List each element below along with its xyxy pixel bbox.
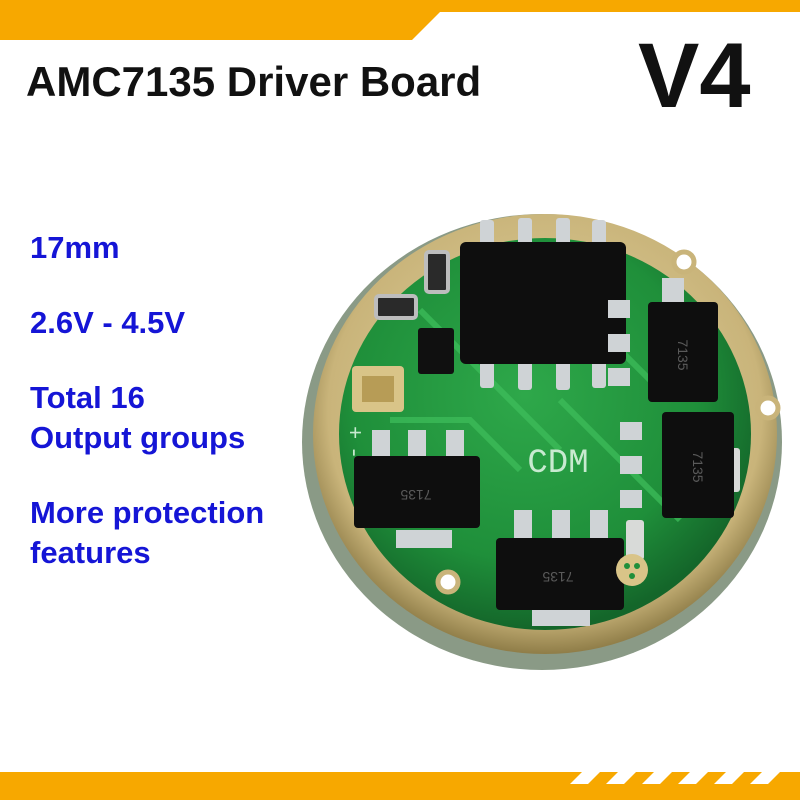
pad-plus-label: + [341, 426, 366, 439]
regulator-u3-label: 7135 [400, 487, 431, 503]
feature-line: Total 16 [30, 380, 145, 415]
feature-line: 17mm [30, 230, 120, 265]
feature-list: 17mm 2.6V - 4.5V Total 16 Output groups … [30, 228, 330, 608]
mount-hole-right [755, 395, 781, 421]
feature-line: 2.6V - 4.5V [30, 305, 186, 340]
mount-hole-top [671, 249, 697, 275]
feature-voltage: 2.6V - 4.5V [30, 303, 330, 343]
regulator-u4-label: 7135 [542, 569, 573, 585]
top-band [0, 0, 800, 40]
regulator-u1: 7135 [608, 278, 718, 402]
resistor-2 [374, 294, 418, 320]
transistor-small [418, 328, 454, 374]
pad-minus-label: - [341, 446, 366, 459]
feature-line: features [30, 535, 151, 570]
version-label: V4 [638, 25, 751, 127]
driver-board-illustration: 7135 7135 7135 7135 [302, 214, 782, 670]
mcu-chip [460, 218, 626, 390]
resistor-1 [424, 250, 450, 294]
regulator-u1-label: 7135 [675, 339, 691, 370]
bottom-band [0, 772, 800, 800]
feature-protection: More protection features [30, 493, 330, 573]
regulator-u4: 7135 [496, 510, 624, 626]
regulator-u2: 7135 [620, 412, 734, 518]
feature-line: Output groups [30, 420, 246, 455]
feature-size: 17mm [30, 228, 330, 268]
feature-output-groups: Total 16 Output groups [30, 378, 330, 458]
regulator-u2-label: 7135 [690, 451, 706, 482]
page-title: AMC7135 Driver Board [26, 58, 482, 105]
silkscreen-label: CDM [527, 445, 588, 483]
feature-line: More protection [30, 495, 265, 530]
capacitor-2 [626, 520, 644, 560]
mount-hole-bottom [435, 569, 461, 595]
regulator-u3: 7135 [354, 430, 480, 548]
solder-pad [616, 554, 648, 586]
band-stripes [570, 772, 780, 784]
